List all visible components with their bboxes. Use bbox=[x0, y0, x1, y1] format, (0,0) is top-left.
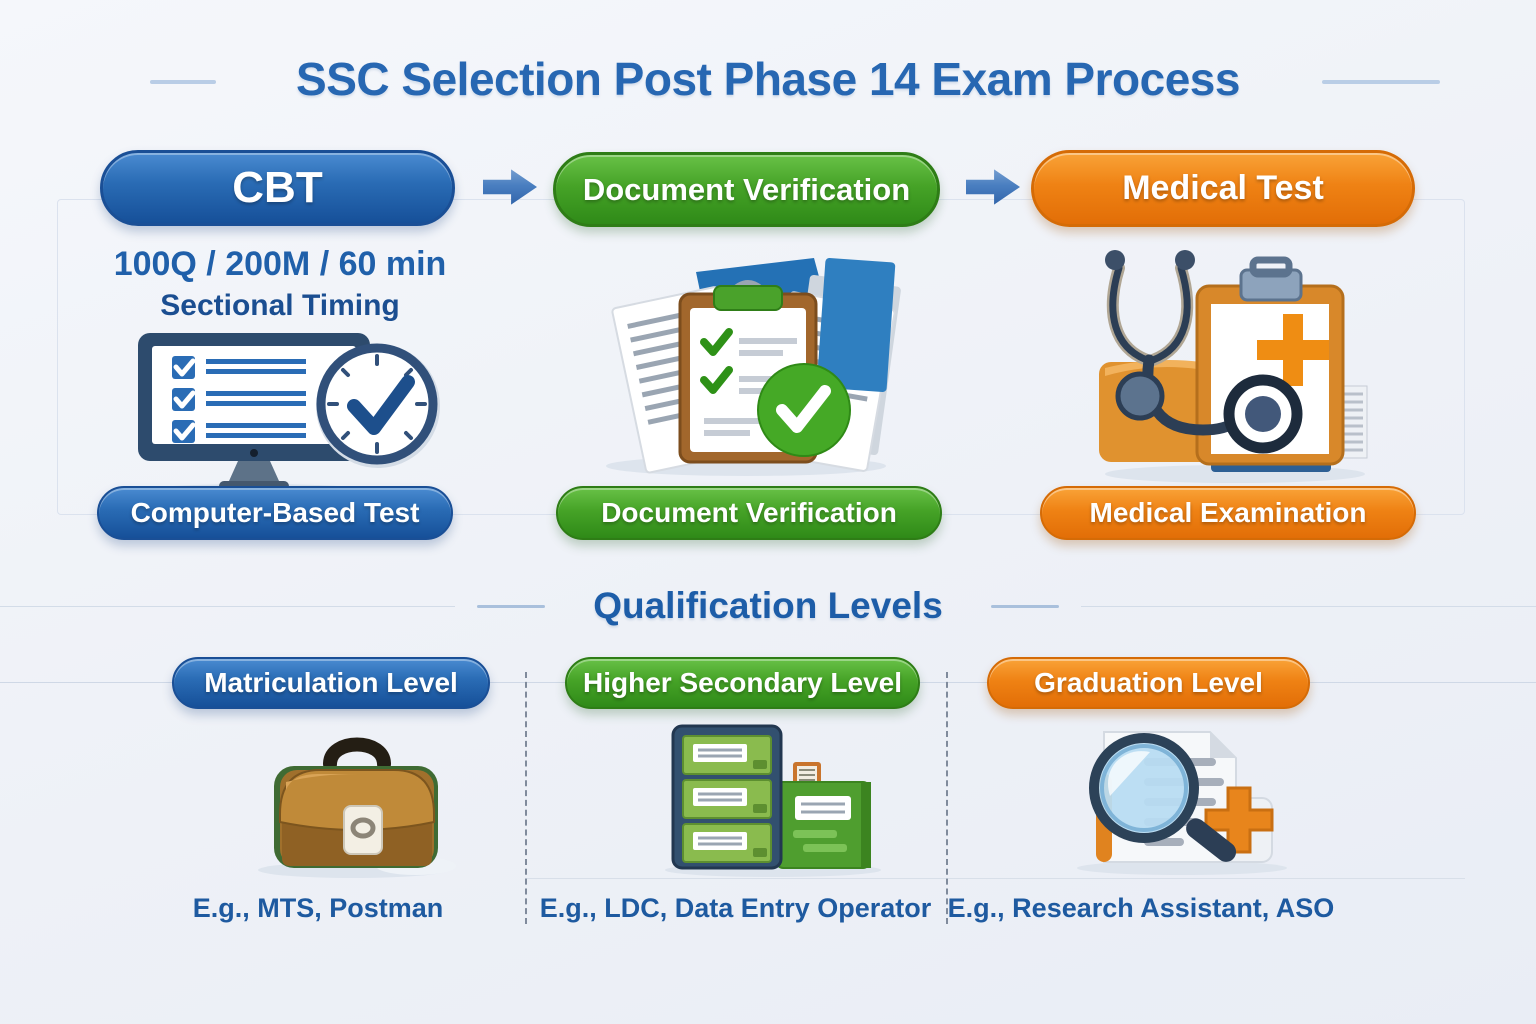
step-pill-medical-test: Medical Test bbox=[1031, 150, 1415, 227]
title-right-dash bbox=[1322, 80, 1440, 84]
examples-graduation: E.g., Research Assistant, ASO bbox=[947, 893, 1335, 923]
file-cabinet-icon bbox=[655, 718, 895, 878]
heading-right-dash bbox=[990, 604, 1059, 608]
column-divider-left bbox=[525, 672, 527, 924]
cbt-detail-line1: 100Q / 200M / 60 min bbox=[113, 245, 447, 283]
examples-higher-secondary: E.g., LDC, Data Entry Operator bbox=[539, 893, 932, 923]
step-pill-document-verification: Document Verification bbox=[553, 152, 940, 227]
column-divider-right bbox=[946, 672, 948, 924]
qualification-heading: Qualification Levels bbox=[593, 585, 943, 626]
school-bag-icon bbox=[248, 730, 466, 880]
step-pill-cbt: CBT bbox=[100, 150, 455, 226]
level-pill-graduation: Graduation Level bbox=[987, 657, 1310, 709]
title-left-dash bbox=[150, 80, 216, 84]
page-title: SSC Selection Post Phase 14 Exam Process bbox=[296, 53, 1240, 105]
caption-pill-document-verification: Document Verification bbox=[556, 486, 942, 540]
caption-pill-medical-examination: Medical Examination bbox=[1040, 486, 1416, 540]
heading-right-line bbox=[1080, 605, 1536, 607]
heading-left-dash bbox=[477, 604, 546, 608]
computer-checklist-clock-icon bbox=[126, 330, 444, 496]
clipboard-documents-check-icon bbox=[576, 250, 922, 478]
caption-pill-computer-based-test: Computer-Based Test bbox=[97, 486, 453, 540]
qualification-heading-row: Qualification Levels bbox=[0, 585, 1536, 627]
stethoscope-clipboard-icon bbox=[1085, 244, 1395, 484]
examples-matriculation: E.g., MTS, Postman bbox=[192, 893, 444, 923]
level-pill-matriculation: Matriculation Level bbox=[172, 657, 490, 709]
heading-left-line bbox=[0, 605, 456, 607]
level-pill-higher-secondary: Higher Secondary Level bbox=[565, 657, 920, 709]
examples-row-line bbox=[525, 878, 1465, 879]
cbt-detail-line2: Sectional Timing bbox=[160, 289, 400, 322]
magnifier-document-icon bbox=[1052, 716, 1297, 876]
